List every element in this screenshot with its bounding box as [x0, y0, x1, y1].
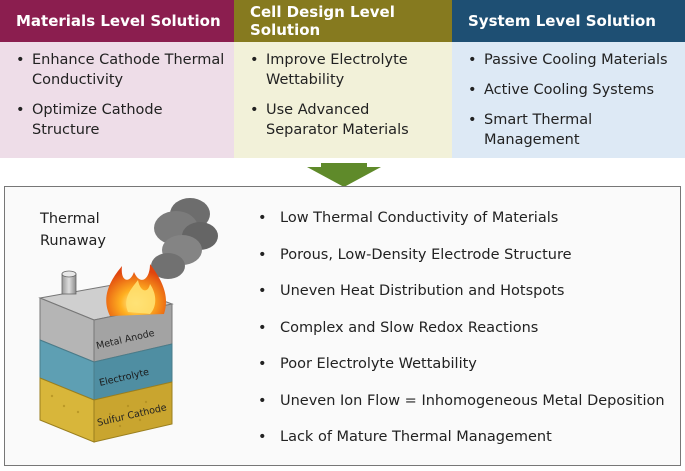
- cell-design-level-header: Cell Design Level Solution: [234, 0, 452, 42]
- flame-icon: [106, 264, 167, 316]
- list-item: Improve Electrolyte Wettability: [250, 50, 444, 90]
- list-item: Smart Thermal Management: [468, 110, 677, 150]
- list-item: Uneven Heat Distribution and Hotspots: [258, 273, 665, 310]
- list-item: Lack of Mature Thermal Management: [258, 419, 665, 456]
- list-item: Low Thermal Conductivity of Materials: [258, 200, 665, 237]
- system-level-list: Passive Cooling Materials Active Cooling…: [468, 50, 677, 150]
- list-item: Enhance Cathode Thermal Conductivity: [16, 50, 226, 90]
- smoke: [151, 198, 218, 279]
- causes-list: Low Thermal Conductivity of Materials Po…: [258, 200, 665, 456]
- battery-terminal: [61, 270, 77, 295]
- cell-design-level-column: Cell Design Level Solution Improve Elect…: [234, 0, 452, 158]
- battery-fire-illustration: Metal Anode Electrolyte Sulfur Cathode: [38, 198, 218, 443]
- down-arrow-icon: [307, 163, 381, 187]
- list-item: Active Cooling Systems: [468, 80, 677, 100]
- list-item: Use Advanced Separator Materials: [250, 100, 444, 140]
- cell-design-level-list: Improve Electrolyte Wettability Use Adva…: [250, 50, 444, 140]
- thermal-runaway-label: Thermal Runaway: [40, 211, 107, 249]
- list-item: Passive Cooling Materials: [468, 50, 677, 70]
- cathode-layer-side: [93, 381, 173, 443]
- materials-level-list: Enhance Cathode Thermal Conductivity Opt…: [16, 50, 226, 140]
- materials-level-header: Materials Level Solution: [0, 0, 234, 42]
- list-item: Poor Electrolyte Wettability: [258, 346, 665, 383]
- list-item: Complex and Slow Redox Reactions: [258, 310, 665, 347]
- list-item: Optimize Cathode Structure: [16, 100, 226, 140]
- list-item: Uneven Ion Flow = Inhomogeneous Metal De…: [258, 383, 665, 420]
- cathode-texture: [50, 394, 162, 428]
- materials-level-column: Materials Level Solution Enhance Cathode…: [0, 0, 234, 158]
- list-item: Porous, Low-Density Electrode Structure: [258, 237, 665, 274]
- system-level-column: System Level Solution Passive Cooling Ma…: [452, 0, 685, 158]
- system-level-header: System Level Solution: [452, 0, 685, 42]
